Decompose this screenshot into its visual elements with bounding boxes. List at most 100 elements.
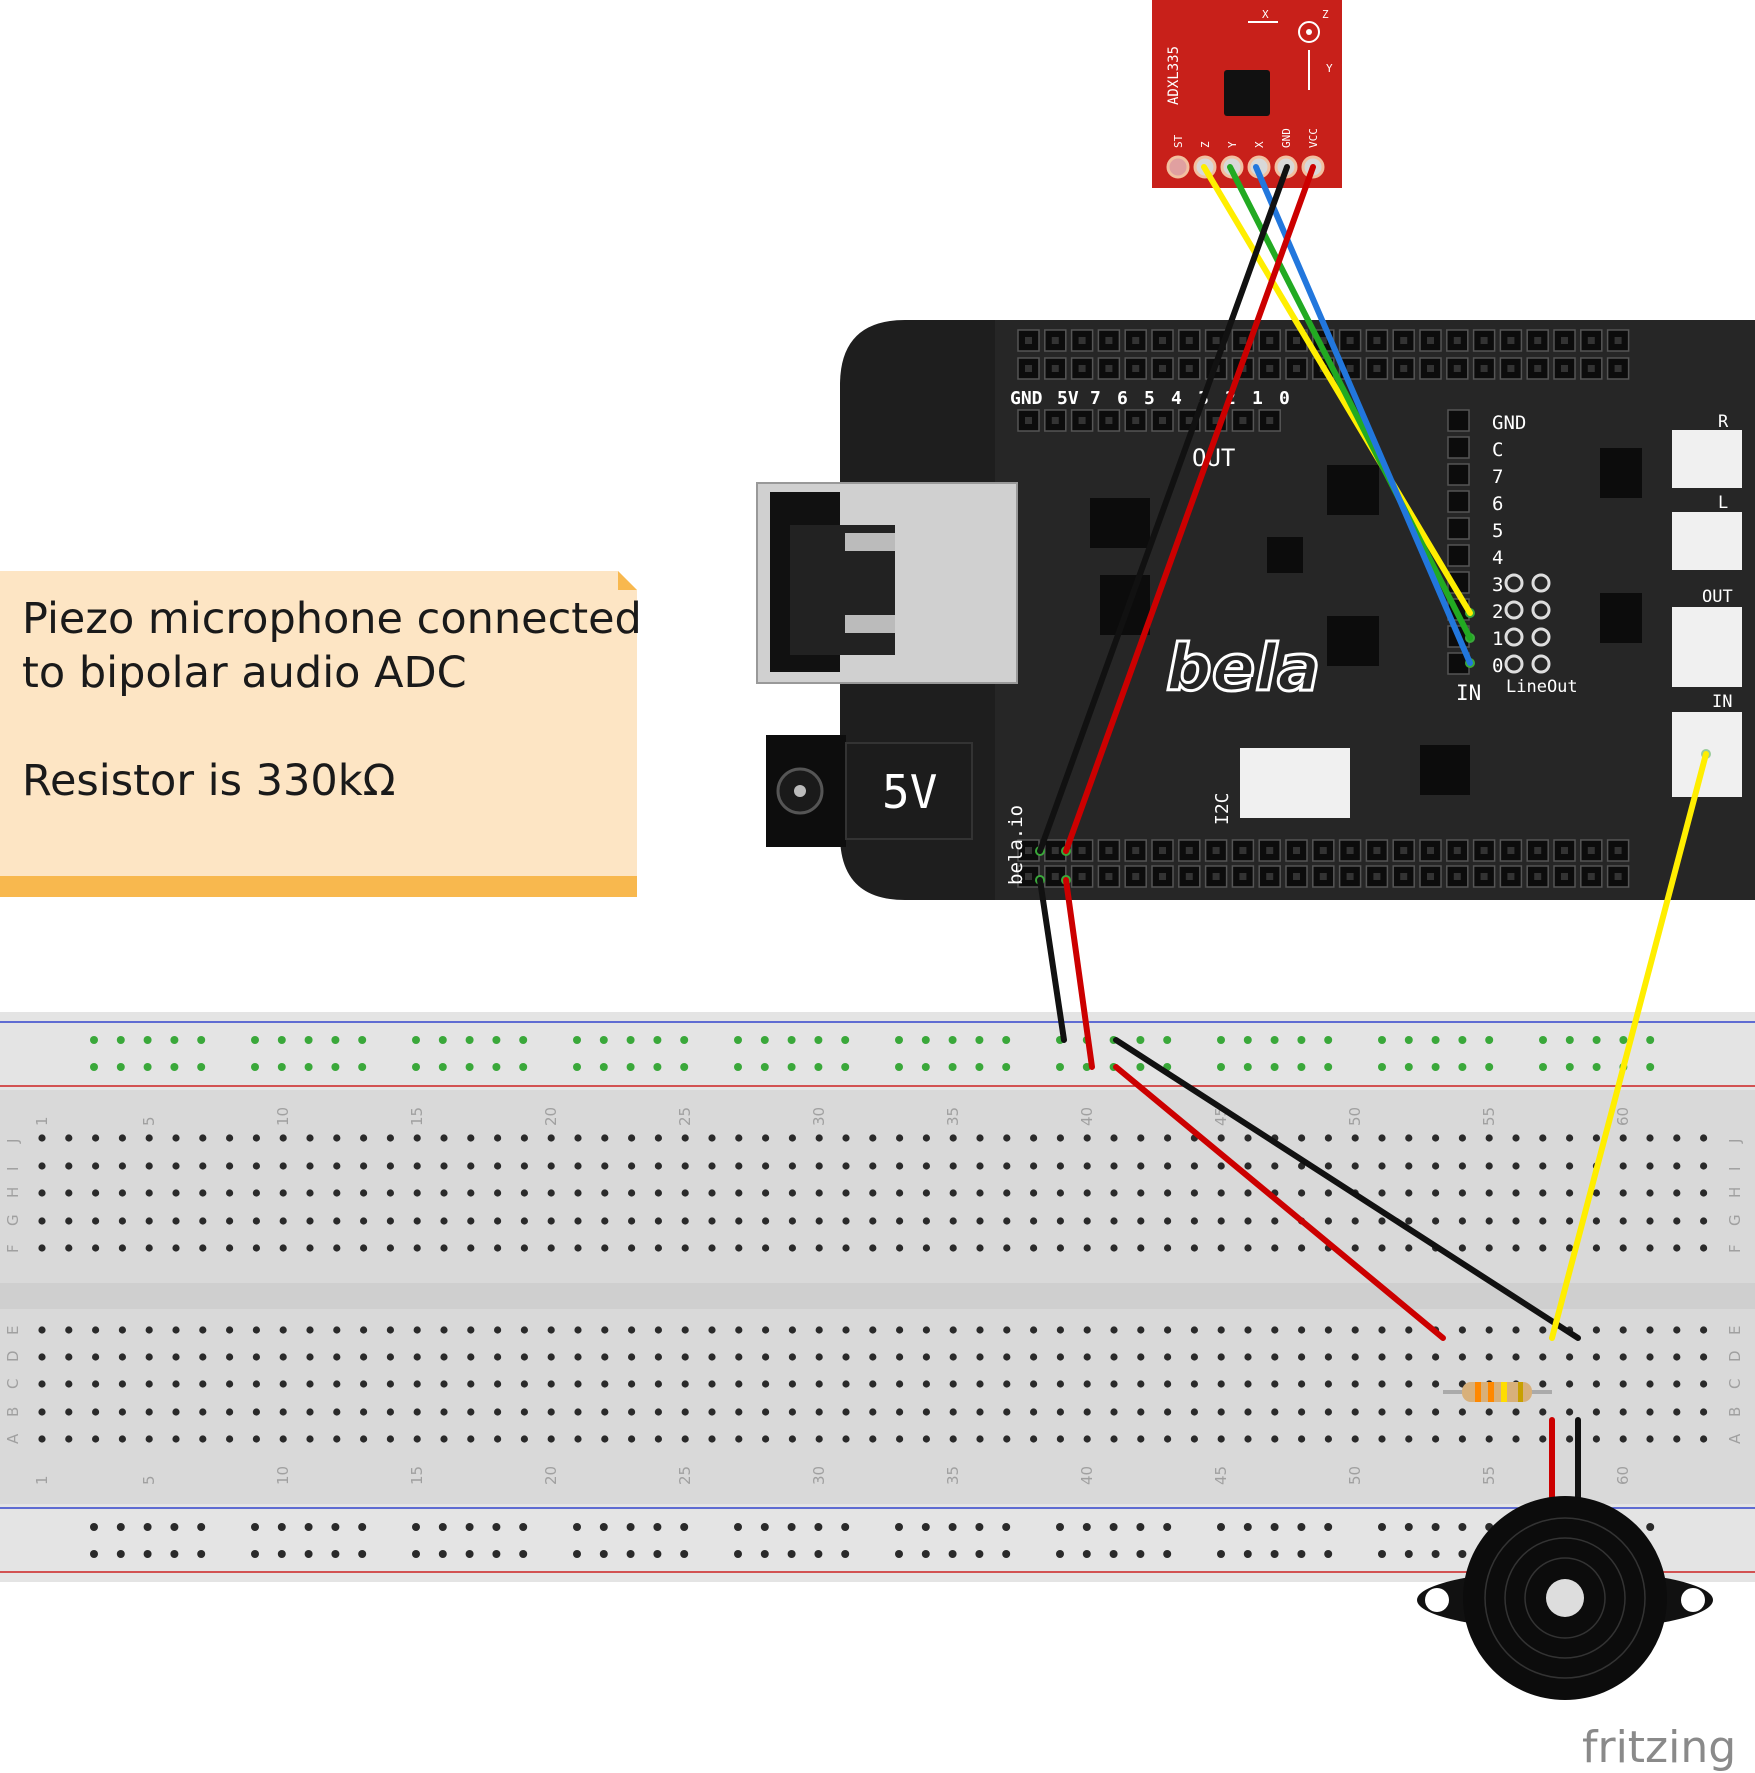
bela-board: 5V GND 5V 7 6 xyxy=(756,320,1755,900)
breadboard-hole xyxy=(226,1408,234,1416)
breadboard-hole xyxy=(547,1435,555,1443)
breadboard-hole xyxy=(896,1134,904,1142)
breadboard-hole xyxy=(1405,1435,1413,1443)
breadboard-hole xyxy=(172,1326,180,1334)
breadboard-hole xyxy=(413,1217,421,1225)
rail-hole xyxy=(573,1036,581,1044)
breadboard-hole xyxy=(842,1380,850,1388)
breadboard-hole xyxy=(306,1353,314,1361)
row-letter: B xyxy=(1726,1407,1744,1417)
rail-hole xyxy=(1056,1550,1064,1558)
rail-hole xyxy=(1082,1550,1091,1558)
breadboard-hole xyxy=(1083,1408,1091,1416)
rail-hole xyxy=(1431,1036,1440,1044)
breadboard-hole xyxy=(1164,1435,1172,1443)
breadboard-hole xyxy=(172,1244,180,1252)
rail-hole xyxy=(599,1550,608,1558)
rail-hole xyxy=(465,1550,474,1558)
breadboard-hole xyxy=(92,1134,100,1142)
breadboard-hole xyxy=(1056,1326,1064,1334)
breadboard-hole xyxy=(1298,1435,1306,1443)
breadboard-hole xyxy=(1646,1408,1654,1416)
breadboard-hole xyxy=(601,1244,609,1252)
breadboard-hole xyxy=(869,1244,877,1252)
rail-hole xyxy=(143,1063,152,1071)
breadboard-hole xyxy=(1432,1217,1440,1225)
analog-in-pin xyxy=(1447,436,1470,459)
breadboard-hole xyxy=(440,1217,448,1225)
breadboard-hole xyxy=(574,1134,582,1142)
rail-hole xyxy=(277,1523,286,1531)
breadboard-hole xyxy=(869,1217,877,1225)
breadboard-hole xyxy=(38,1380,46,1388)
header-label-5v: 5V xyxy=(1057,388,1079,409)
breadboard-hole xyxy=(1619,1353,1627,1361)
breadboard-hole xyxy=(226,1189,234,1197)
breadboard-hole xyxy=(708,1134,716,1142)
breadboard-hole xyxy=(1539,1189,1547,1197)
breadboard-hole xyxy=(1458,1326,1466,1334)
breadboard-hole xyxy=(1700,1353,1708,1361)
audio-label-l: L xyxy=(1718,493,1728,513)
breadboard-hole xyxy=(628,1435,636,1443)
rail-hole xyxy=(1002,1063,1011,1071)
breadboard-hole xyxy=(815,1435,823,1443)
breadboard-hole xyxy=(279,1134,287,1142)
breadboard-hole xyxy=(1405,1134,1413,1142)
breadboard-hole xyxy=(38,1217,46,1225)
breadboard-hole xyxy=(654,1134,663,1142)
breadboard-hole xyxy=(842,1408,850,1416)
breadboard-hole xyxy=(708,1244,716,1252)
header-label-4: 4 xyxy=(1171,388,1182,409)
breadboard: 1155101015152020252530303535404045455050… xyxy=(0,1012,1755,1582)
breadboard-hole xyxy=(788,1326,797,1334)
breadboard-hole xyxy=(145,1326,153,1334)
rail-hole xyxy=(975,1523,984,1531)
analog-label-5: 5 xyxy=(1492,520,1503,542)
breadboard-hole xyxy=(1485,1162,1493,1170)
breadboard-hole xyxy=(896,1244,904,1252)
row-letter: I xyxy=(1726,1167,1744,1171)
breadboard-hole xyxy=(1190,1435,1198,1443)
breadboard-hole xyxy=(1539,1134,1547,1142)
breadboard-hole xyxy=(65,1326,73,1334)
breadboard-hole xyxy=(922,1435,931,1443)
breadboard-hole xyxy=(1324,1380,1332,1388)
column-number: 5 xyxy=(140,1116,158,1126)
rail-hole xyxy=(1458,1036,1467,1044)
breadboard-hole xyxy=(1324,1408,1332,1416)
pin-headers xyxy=(1017,329,1630,888)
breadboard-hole xyxy=(1324,1326,1332,1334)
rail-hole xyxy=(304,1523,313,1531)
breadboard-hole xyxy=(118,1408,126,1416)
breadboard-hole xyxy=(92,1326,100,1334)
breadboard-hole xyxy=(1217,1353,1225,1361)
rail-hole xyxy=(841,1036,850,1044)
breadboard-hole xyxy=(1378,1162,1386,1170)
breadboard-hole xyxy=(333,1134,341,1142)
breadboard-hole xyxy=(199,1244,207,1252)
breadboard-hole xyxy=(65,1134,73,1142)
breadboard-hole xyxy=(199,1189,207,1197)
column-number: 35 xyxy=(944,1466,962,1485)
note-line-2: to bipolar audio ADC xyxy=(22,648,467,698)
breadboard-hole xyxy=(735,1162,743,1170)
breadboard-hole xyxy=(628,1244,636,1252)
rail-hole xyxy=(573,1063,581,1071)
breadboard-hole xyxy=(520,1435,529,1443)
rail-hole xyxy=(1002,1036,1011,1044)
breadboard-hole xyxy=(681,1435,689,1443)
breadboard-hole xyxy=(1405,1189,1413,1197)
breadboard-hole xyxy=(386,1244,394,1252)
rail-hole xyxy=(90,1550,98,1558)
rail-hole xyxy=(251,1523,259,1531)
breadboard-hole xyxy=(467,1353,475,1361)
breadboard-hole xyxy=(306,1162,314,1170)
breadboard-hole xyxy=(494,1380,502,1388)
breadboard-hole xyxy=(1566,1189,1574,1197)
rail-hole xyxy=(680,1550,689,1558)
breadboard-hole xyxy=(199,1217,207,1225)
rail-hole xyxy=(519,1063,528,1071)
breadboard-hole xyxy=(92,1162,100,1170)
